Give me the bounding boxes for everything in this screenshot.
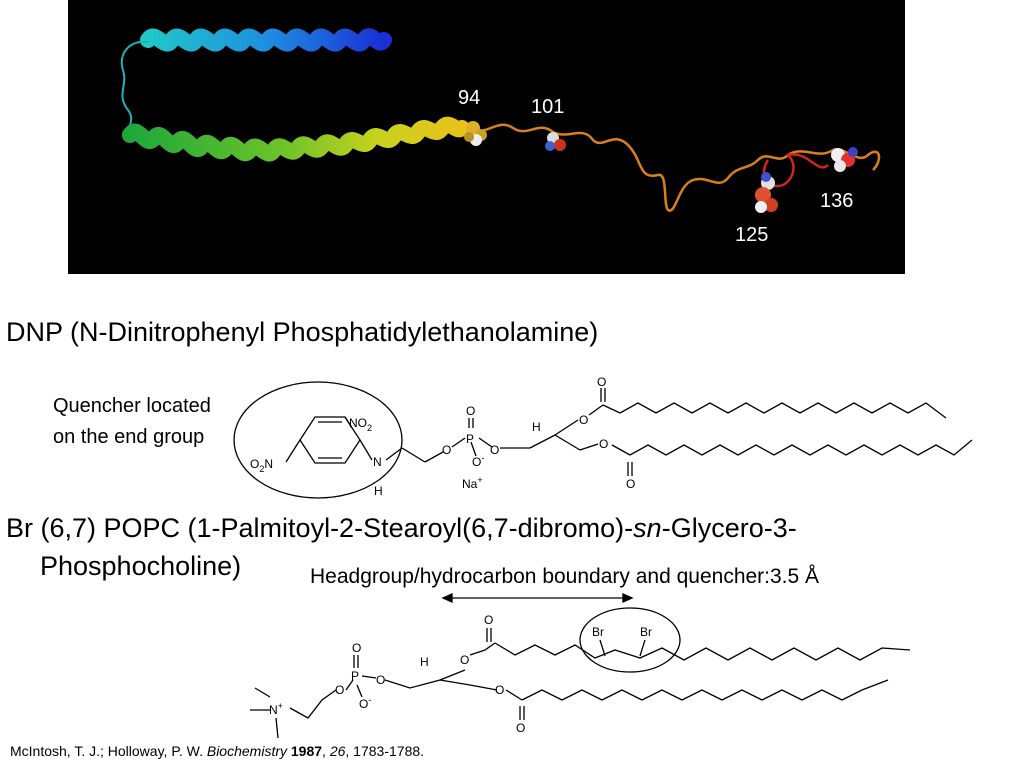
h-label-3: H xyxy=(420,655,429,669)
h-label-2: H xyxy=(532,420,541,434)
quencher-ellipse xyxy=(233,381,403,499)
residue-label-101: 101 xyxy=(531,96,565,118)
o-label-6: O xyxy=(599,437,608,451)
citation: McIntosh, T. J.; Holloway, P. W. Biochem… xyxy=(10,743,425,759)
loop-segment xyxy=(120,40,149,136)
bromine-ellipse xyxy=(579,607,681,673)
residue-136-spheres xyxy=(831,147,858,172)
dnp-heading: DNP (N-Dinitrophenyl Phosphatidylethanol… xyxy=(6,317,599,347)
o-label-8: O xyxy=(335,683,344,697)
citation-volume: 26 xyxy=(329,743,346,759)
p-label-2: P xyxy=(351,669,359,683)
o2n-label: O2N xyxy=(250,457,273,474)
br-label-1: Br xyxy=(592,625,604,639)
residue-94-spheres xyxy=(464,121,487,146)
o-label-14: O xyxy=(516,721,525,735)
br-popc-heading: Br (6,7) POPC (1-Palmitoyl-2-Stearoyl(6,… xyxy=(6,512,797,544)
o-minus-label-2: O- xyxy=(359,695,371,711)
na-label: Na+ xyxy=(462,475,483,491)
o-label-4: O xyxy=(579,413,588,427)
no2-label: NO2 xyxy=(349,416,372,433)
br-heading-part-b: -Glycero-3- xyxy=(661,513,797,543)
o-minus-label: O- xyxy=(472,453,484,469)
boundary-label: Headgroup/hydrocarbon boundary and quenc… xyxy=(310,565,820,588)
o-label-2: O xyxy=(466,404,475,418)
o-label-5: O xyxy=(597,375,606,389)
residue-125-spheres xyxy=(755,172,778,213)
o-label-10: O xyxy=(376,673,385,687)
p-label: P xyxy=(466,432,474,446)
h-label: H xyxy=(374,484,383,498)
br-popc-heading-line2: Phosphocholine) xyxy=(40,551,242,581)
citation-authors: McIntosh, T. J.; Holloway, P. W. xyxy=(10,743,207,759)
citation-journal: Biochemistry xyxy=(206,743,287,759)
citation-year: 1987 xyxy=(290,743,323,759)
protein-ribbon xyxy=(120,28,881,213)
br-heading-italic: sn xyxy=(633,513,662,543)
o-label-7: O xyxy=(626,477,635,491)
br-heading-part-a: Br (6,7) POPC (1-Palmitoyl-2-Stearoyl(6,… xyxy=(6,513,634,543)
n-plus-label: N+ xyxy=(269,701,283,717)
quencher-note: Quencher located on the end group xyxy=(53,395,211,448)
residue-label-136: 136 xyxy=(820,190,854,212)
top-helix xyxy=(140,28,392,52)
protein-structure-image: 94 101 125 136 xyxy=(68,0,905,274)
citation-pages: , 1783-1788. xyxy=(345,743,425,759)
n-label: N xyxy=(373,455,382,469)
o-label-11: O xyxy=(460,653,469,667)
o-label-3: O xyxy=(490,443,499,457)
residue-101-spheres xyxy=(545,132,566,151)
residue-label-94: 94 xyxy=(458,87,481,109)
o-label-12: O xyxy=(484,613,493,627)
bottom-helix xyxy=(122,116,470,162)
residue-label-125: 125 xyxy=(735,224,769,246)
o-label-9: O xyxy=(352,641,361,655)
o-label-13: O xyxy=(495,683,504,697)
o-label-1: O xyxy=(442,443,451,457)
br-label-2: Br xyxy=(640,625,652,639)
